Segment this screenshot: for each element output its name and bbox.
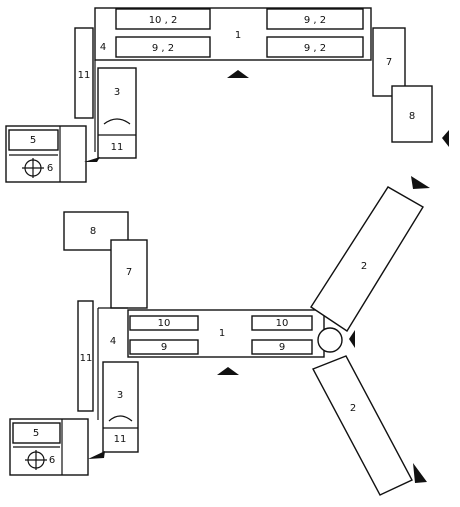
bottom-unit-3-label: 3 [117,390,123,401]
bottom-bay-right-upper [251,315,313,331]
bottom-bay-right-lower-label: 9 [279,342,285,353]
top-bay-left-lower [115,36,211,58]
top-arrow-left-icon [442,130,449,147]
top-unit-11-column [74,27,94,119]
bottom-unit-2-lower-arm [312,355,413,496]
bottom-unit-7-label: 7 [126,267,132,278]
bottom-bay-left-lower-label: 9 [161,342,167,353]
top-unit-8-label: 8 [409,111,415,122]
top-hall-label: 1 [235,30,241,41]
bottom-unit-5-label: 5 [33,428,39,439]
bottom-bay-left-upper [129,315,199,331]
bottom-bay-right-lower [251,339,313,355]
bottom-arrow-up-icon [217,367,239,375]
top-unit-8 [391,85,433,143]
top-layout: 10 , 2 9 , 2 9 , 2 9 , 2 1 4 11 3 11 5 6… [5,7,449,189]
bottom-pivot-hub [317,327,343,353]
bottom-arrow-diagonal-icon [413,463,427,483]
bottom-bay-left-lower [129,339,199,355]
bottom-layout: 10 9 10 9 1 2 2 8 7 4 11 3 11 5 6 [9,186,427,496]
top-arrow-up-icon [227,70,249,78]
bottom-unit-2-lower-label: 2 [350,403,356,414]
bottom-unit-11-base-label: 11 [114,434,127,445]
top-unit-5-label: 5 [30,135,36,146]
bottom-unit-7 [110,239,148,309]
top-unit-11-base-label: 11 [111,142,124,153]
bottom-unit-11-column [77,300,94,412]
top-unit-4-label: 4 [100,42,106,53]
bottom-unit-2-upper-arm [310,186,424,332]
bottom-unit-8-label: 8 [90,226,96,237]
bottom-unit-3 [102,361,139,453]
top-bay-left-upper-label: 10 , 2 [149,15,178,26]
top-bay-left-upper [115,8,211,30]
top-bay-right-lower [266,36,364,58]
top-unit-7 [372,27,406,97]
bottom-bay-right-upper-label: 10 [276,318,289,329]
bottom-arrow-console-icon [88,451,105,459]
top-bay-right-upper [266,8,364,30]
top-bay-left-lower-label: 9 , 2 [152,43,174,54]
top-unit-3 [97,67,137,159]
top-unit-6-label: 6 [47,163,53,174]
bottom-arrow-left-icon [349,330,355,348]
top-unit-11-column-label: 11 [78,70,91,81]
bottom-unit-6-label: 6 [49,455,55,466]
bottom-unit-4-label: 4 [110,336,116,347]
top-unit-7-label: 7 [386,57,392,68]
bottom-bay-left-upper-label: 10 [158,318,171,329]
top-unit-3-label: 3 [114,87,120,98]
top-bay-right-upper-label: 9 , 2 [304,15,326,26]
top-arrow-console-icon [84,157,100,162]
bottom-unit-5 [12,422,61,444]
bottom-unit-3-arc [108,415,133,422]
top-unit-3-arc [103,118,131,125]
top-unit-5 [8,129,59,151]
top-arrow-diagonal-icon [411,176,430,189]
bottom-hall-label: 1 [219,328,225,339]
top-bay-right-lower-label: 9 , 2 [304,43,326,54]
bottom-unit-11-column-label: 11 [80,353,93,364]
bottom-unit-2-upper-label: 2 [361,261,367,272]
